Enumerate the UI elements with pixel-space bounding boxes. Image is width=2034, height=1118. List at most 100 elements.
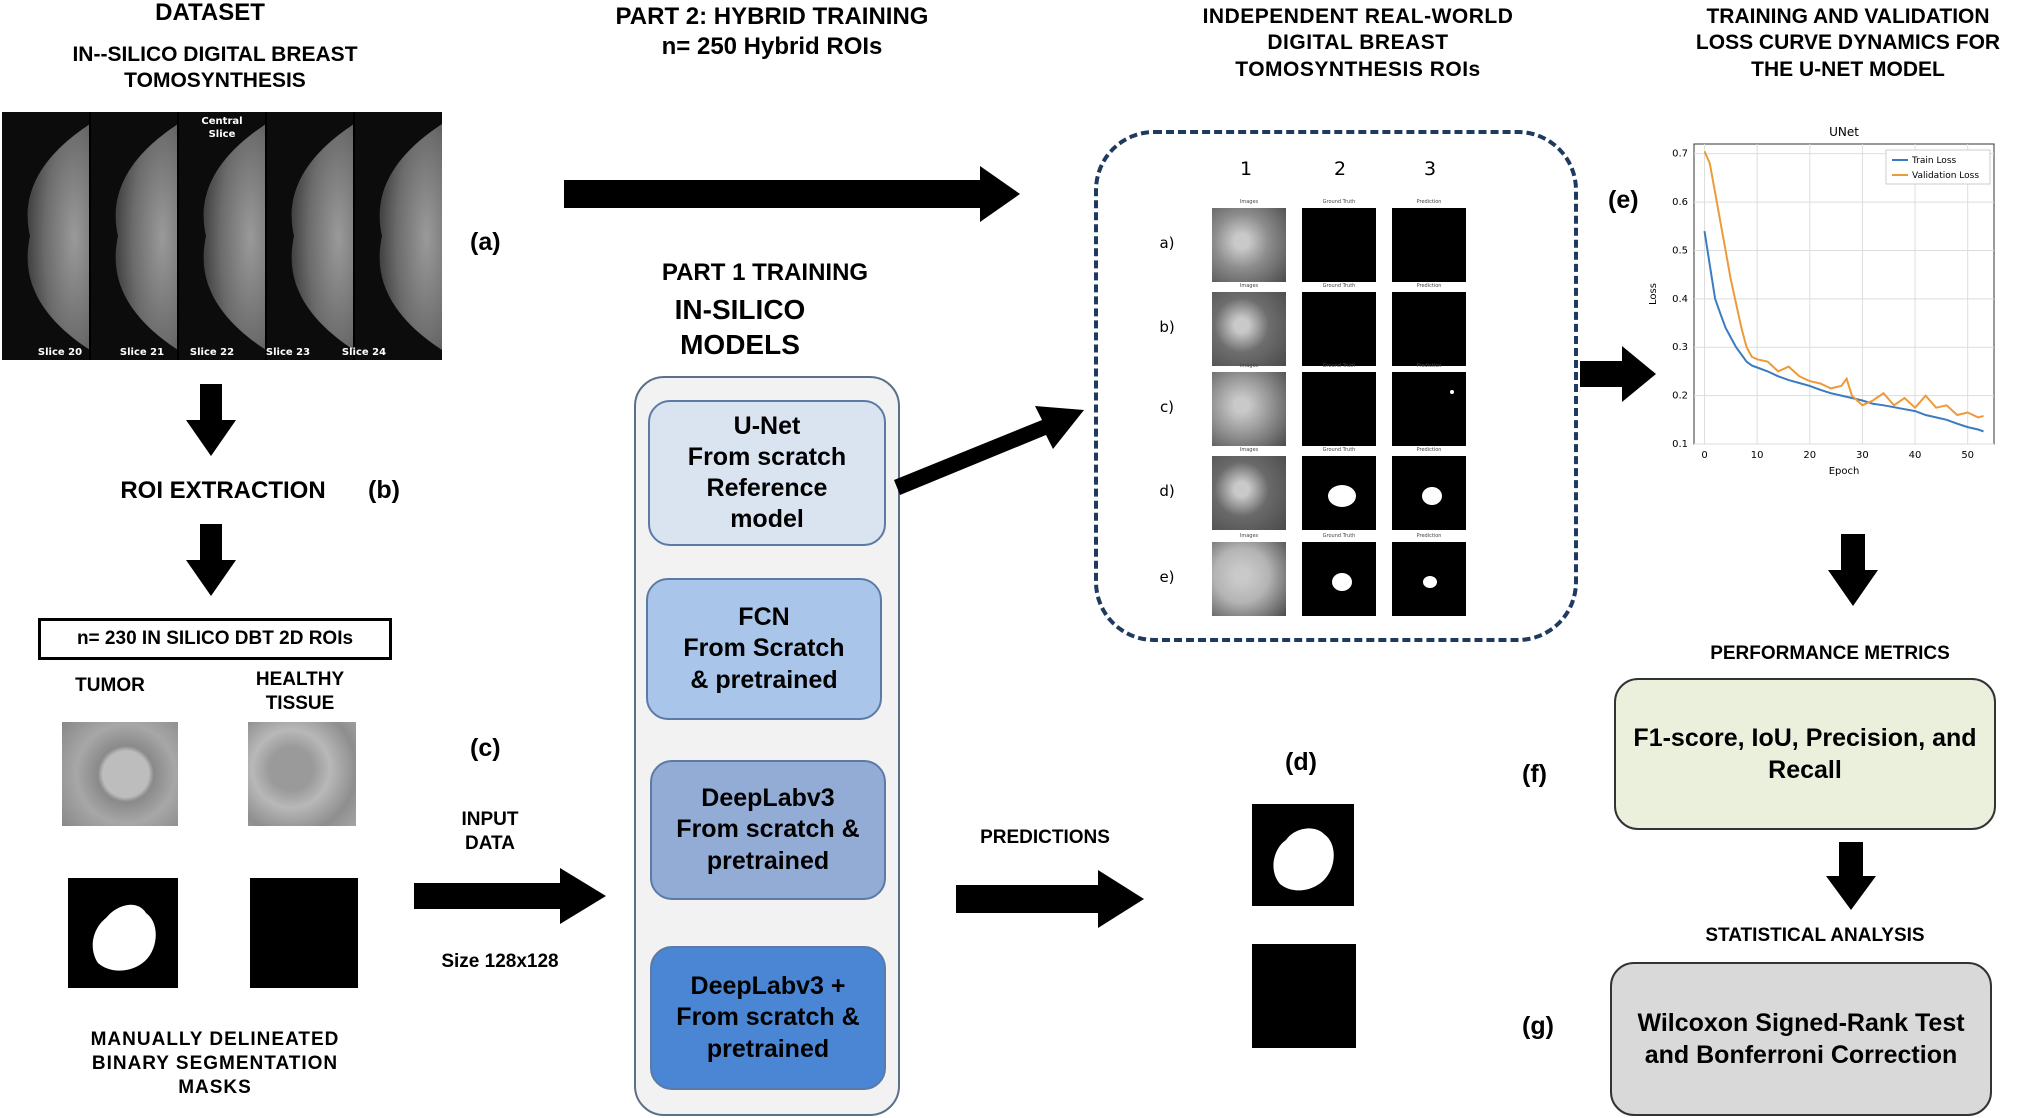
model-unet-desc: From scratch Reference model [687, 442, 847, 534]
arrow-input-to-models [414, 868, 606, 924]
slice-label-21: Slice 21 [119, 347, 165, 358]
ground-truth-tile [1302, 208, 1376, 282]
arrow-unet-to-realworld [894, 406, 1084, 495]
ground-truth-tile [1302, 456, 1376, 530]
tag-e: (e) [1608, 186, 1639, 214]
prediction-tumor-mask [1252, 804, 1354, 906]
chart-plot-area [1693, 143, 1995, 445]
chart-series-line-2 [1703, 150, 1984, 419]
chart-ytick-label: 0.4 [1672, 294, 1688, 305]
col-caption: Ground Truth [1322, 533, 1356, 539]
col-header-2: 2 [1333, 158, 1347, 180]
chart-xtick-label: 10 [1751, 450, 1764, 461]
chart-ytick-label: 0.2 [1672, 391, 1688, 402]
slice-label-23: Slice 23 [265, 347, 311, 358]
tag-f: (f) [1522, 760, 1547, 788]
predictions-label: PREDICTIONS [980, 827, 1110, 848]
tag-b: (b) [368, 476, 400, 504]
col-caption: Images [1239, 363, 1259, 369]
chart-legend-label: Train Loss [1911, 156, 1957, 166]
col-caption: Images [1239, 447, 1259, 453]
arrow-metrics-to-stats [1826, 842, 1876, 910]
ground-truth-tile [1302, 542, 1376, 616]
row-label-3: c) [1159, 398, 1175, 416]
realworld-image-tile [1212, 208, 1286, 282]
chart-xtick-label: 50 [1961, 450, 1974, 461]
col-header-3: 3 [1423, 158, 1437, 180]
loss-title: TRAINING AND VALIDATION LOSS CURVE DYNAM… [1695, 5, 2001, 81]
model-deeplabv3plus-box: DeepLabv3 +From scratch & pretrained [650, 946, 886, 1090]
chart-xtick-label: 20 [1803, 450, 1816, 461]
prediction-tile [1392, 456, 1466, 530]
arrow-down-1 [186, 384, 236, 456]
statistics-text: Wilcoxon Signed-Rank Test and Bonferroni… [1637, 1008, 1965, 1070]
ground-truth-tile [1302, 292, 1376, 366]
performance-text: F1-score, IoU, Precision, and Recall [1633, 723, 1977, 785]
col-caption: Images [1239, 533, 1259, 539]
chart-title: UNet [1829, 125, 1859, 139]
tag-a: (a) [470, 228, 501, 256]
col-caption: Prediction [1416, 363, 1442, 369]
size-label: Size 128x128 [441, 951, 559, 972]
prediction-tile [1392, 208, 1466, 282]
healthy-roi-image [248, 722, 356, 826]
part2-count: n= 250 Hybrid ROIs [661, 33, 883, 60]
model-deeplabv3plus-desc: From scratch & pretrained [676, 1003, 860, 1063]
masks-label: MANUALLY DELINEATED BINARY SEGMENTATION … [90, 1029, 340, 1098]
part1-subtitle: IN-SILICO MODELS [674, 294, 806, 360]
model-deeplabv3-name: DeepLabv3 [701, 784, 835, 813]
col-caption: Ground Truth [1322, 363, 1356, 369]
chart-legend-label: Validation Loss [1912, 171, 1979, 181]
chart-xtick-label: 0 [1701, 450, 1707, 461]
col-caption: Prediction [1416, 199, 1442, 205]
col-caption: Prediction [1416, 533, 1442, 539]
tumor-roi-image [62, 722, 178, 826]
col-caption: Prediction [1416, 283, 1442, 289]
performance-title: PERFORMANCE METRICS [1710, 643, 1950, 664]
chart-ytick-label: 0.7 [1672, 149, 1688, 160]
realworld-panel [1094, 130, 1578, 642]
tumor-label: TUMOR [75, 675, 145, 696]
statistics-box: Wilcoxon Signed-Rank Test and Bonferroni… [1610, 962, 1992, 1116]
chart-xtick-label: 30 [1856, 450, 1869, 461]
ground-truth-tile [1302, 372, 1376, 446]
prediction-tile [1392, 372, 1466, 446]
arrow-realworld-to-chart [1580, 346, 1656, 402]
chart-ytick-label: 0.6 [1672, 197, 1688, 208]
statistics-title: STATISTICAL ANALYSIS [1705, 925, 1925, 946]
chart-xtick-label: 40 [1909, 450, 1922, 461]
model-fcn-desc: From Scratch & pretrained [683, 634, 845, 694]
chart-ylabel: Loss [1648, 283, 1659, 305]
part2-title: PART 2: HYBRID TRAINING [615, 3, 929, 30]
row-label-2: b) [1159, 318, 1175, 336]
arrow-chart-to-metrics [1828, 534, 1878, 606]
row-label-1: a) [1159, 234, 1175, 252]
slice-label-22: Slice 22 [189, 347, 235, 358]
col-caption: Prediction [1416, 447, 1442, 453]
tag-d: (d) [1285, 748, 1317, 776]
realworld-image-tile [1212, 542, 1286, 616]
arrow-down-2 [186, 524, 236, 596]
healthy-mask [250, 878, 358, 988]
col-caption: Images [1239, 283, 1259, 289]
roi-count-box: n= 230 IN SILICO DBT 2D ROIs [38, 618, 392, 660]
chart-ytick-label: 0.1 [1672, 439, 1688, 450]
model-deeplabv3-desc: From scratch & pretrained [676, 815, 860, 875]
tag-c: (c) [470, 734, 501, 762]
model-fcn-name: FCN [738, 603, 790, 632]
col-caption: Ground Truth [1322, 283, 1356, 289]
tag-g: (g) [1522, 1012, 1554, 1040]
row-label-5: e) [1159, 568, 1175, 586]
performance-box: F1-score, IoU, Precision, and Recall [1614, 678, 1996, 830]
col-caption: Ground Truth [1322, 447, 1356, 453]
dataset-subtitle: IN--SILICO DIGITAL BREAST TOMOSYNTHESIS [72, 43, 358, 93]
slice-breast-shapes [27, 124, 442, 350]
part1-title: PART 1 TRAINING [661, 259, 869, 286]
slice-label-20: Slice 20 [37, 347, 83, 358]
roi-count-text: n= 230 IN SILICO DBT 2D ROIs [76, 628, 354, 649]
healthy-tissue-label: HEALTHY TISSUE [255, 669, 345, 714]
realworld-image-tile [1212, 456, 1286, 530]
col-caption: Ground Truth [1322, 199, 1356, 205]
